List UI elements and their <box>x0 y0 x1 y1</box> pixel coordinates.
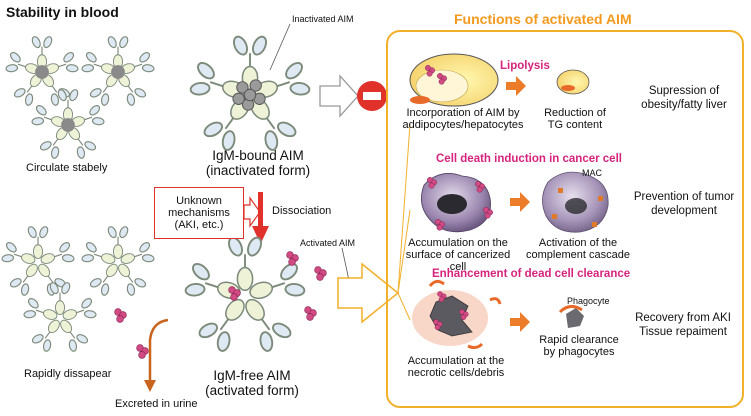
igm-free-line1: IgM-free AIM <box>213 368 291 383</box>
circulate-caption: Circulate stabely <box>26 162 108 174</box>
igm-bound-line2: (inactivated form) <box>205 163 311 178</box>
lipolysis-outcome-line2: obesity/fatty liver <box>641 99 727 111</box>
released-aim-3 <box>304 306 317 321</box>
phagocyte-label: Phagocyte <box>567 296 610 306</box>
cancer-cell-icon <box>420 173 493 233</box>
mac-cell-icon <box>542 171 609 233</box>
incorporation-line1: Incorporation of AIM by <box>406 107 520 119</box>
cancer-outcome-line1: Prevention of tumor <box>633 191 735 203</box>
accum-surface-line1: Accumulation on the <box>408 237 508 249</box>
stable-igm-aim-3 <box>29 87 107 162</box>
cancer-outcome-line2: development <box>651 205 717 217</box>
reduction-line2: TG content <box>547 119 603 131</box>
incorporation-line2: addipocytes/hepatocytes <box>402 119 524 131</box>
clearance-arrow <box>510 312 530 332</box>
reduction-caption: Reduction of TG content <box>538 107 612 131</box>
igm-bound-caption: IgM-bound AIM (inactivated form) <box>198 148 318 178</box>
mechanisms-line1: Unknown <box>176 195 222 207</box>
phagocyte-icon <box>558 305 584 328</box>
igm-free-caption: IgM-free AIM (activated form) <box>192 368 312 398</box>
released-aim-1 <box>286 251 299 266</box>
functions-title: Functions of activated AIM <box>454 11 632 27</box>
mac-label: MAC <box>582 168 602 178</box>
rapid-clearance-caption: Rapid clearance by phagocytes <box>536 334 622 358</box>
necrotic-caption: Accumulation at the necrotic cells/debri… <box>404 355 508 379</box>
reduced-adipocyte-icon <box>556 69 590 95</box>
igm-free-line2: (activated form) <box>205 383 299 398</box>
stable-igm-aim-2 <box>79 34 157 109</box>
inactivated-aim-label: Inactivated AIM <box>292 14 354 24</box>
complement-line2: complement cascade <box>526 249 630 261</box>
stability-title: Stability in blood <box>6 4 119 20</box>
dissociation-label: Dissociation <box>272 205 332 217</box>
reduction-line1: Reduction of <box>544 107 606 119</box>
clearance-outcome-line2: Tissue repaiment <box>639 326 727 338</box>
dissociation-arrow-shaft <box>258 192 263 228</box>
disappear-caption: Rapidly dissapear <box>24 368 112 380</box>
clearance-outcome: Recovery from AKI Tissue repaiment <box>630 311 736 339</box>
adipocyte-icon <box>409 53 499 107</box>
complement-line1: Activation of the <box>538 237 618 249</box>
lipolysis-outcome-line1: Supression of <box>648 85 720 97</box>
mechanisms-line3: (AKI, etc.) <box>174 219 224 231</box>
igm-bound-line1: IgM-bound AIM <box>212 148 304 163</box>
fan-line-3 <box>397 292 411 321</box>
free-igm-2 <box>79 224 157 299</box>
cancer-arrow <box>510 192 530 212</box>
free-igm-3 <box>21 280 99 355</box>
fan-line-2 <box>397 209 411 294</box>
released-aim-2 <box>314 266 327 281</box>
cancer-heading: Cell death induction in cancer cell <box>436 153 622 165</box>
lipolysis-arrow <box>506 76 526 96</box>
lipolysis-outcome: Supression of obesity/fatty liver <box>632 84 736 112</box>
necrotic-cell-icon <box>412 279 502 350</box>
fan-line-1 <box>397 123 411 294</box>
clearance-heading: Enhancement of dead cell clearance <box>432 268 631 280</box>
igm-bound-aim <box>185 33 315 156</box>
accumulation-surface-caption: Accumulation on the surface of cancerize… <box>396 237 520 273</box>
mechanisms-line2: mechanisms <box>168 207 230 219</box>
rapid-line1: Rapid clearance <box>539 334 619 346</box>
activated-aim-label: Activated AIM <box>300 238 356 248</box>
lipolysis-heading: Lipolysis <box>500 60 550 72</box>
blocked-arrow <box>319 74 359 118</box>
clearance-outcome-line1: Recovery from AKI <box>635 312 731 324</box>
incorporation-caption: Incorporation of AIM by addipocytes/hepa… <box>398 107 528 131</box>
urine-arrowhead <box>144 380 156 392</box>
inactivated-pointer <box>269 23 291 71</box>
accum-surface-line2: surface of cancerized cell <box>405 249 511 273</box>
free-aim-left-2 <box>136 344 149 359</box>
excreted-caption: Excreted in urine <box>115 398 198 410</box>
mechanism-arrow <box>243 196 261 228</box>
mechanisms-box: Unknown mechanisms (AKI, etc.) <box>154 187 244 239</box>
to-functions-arrow <box>337 262 400 324</box>
necrotic-line1: Accumulation at the <box>407 355 505 367</box>
complement-caption: Activation of the complement cascade <box>526 237 630 261</box>
dissociation-arrowhead <box>252 226 269 244</box>
cancer-outcome: Prevention of tumor development <box>630 190 738 218</box>
urine-arrow <box>148 318 169 382</box>
functions-panel <box>386 30 744 408</box>
stable-igm-aim-1 <box>3 34 81 109</box>
necrotic-line2: necrotic cells/debris <box>407 367 505 379</box>
no-entry-icon <box>357 81 387 111</box>
rapid-line2: by phagocytes <box>543 346 615 358</box>
free-aim-left-1 <box>114 308 127 323</box>
